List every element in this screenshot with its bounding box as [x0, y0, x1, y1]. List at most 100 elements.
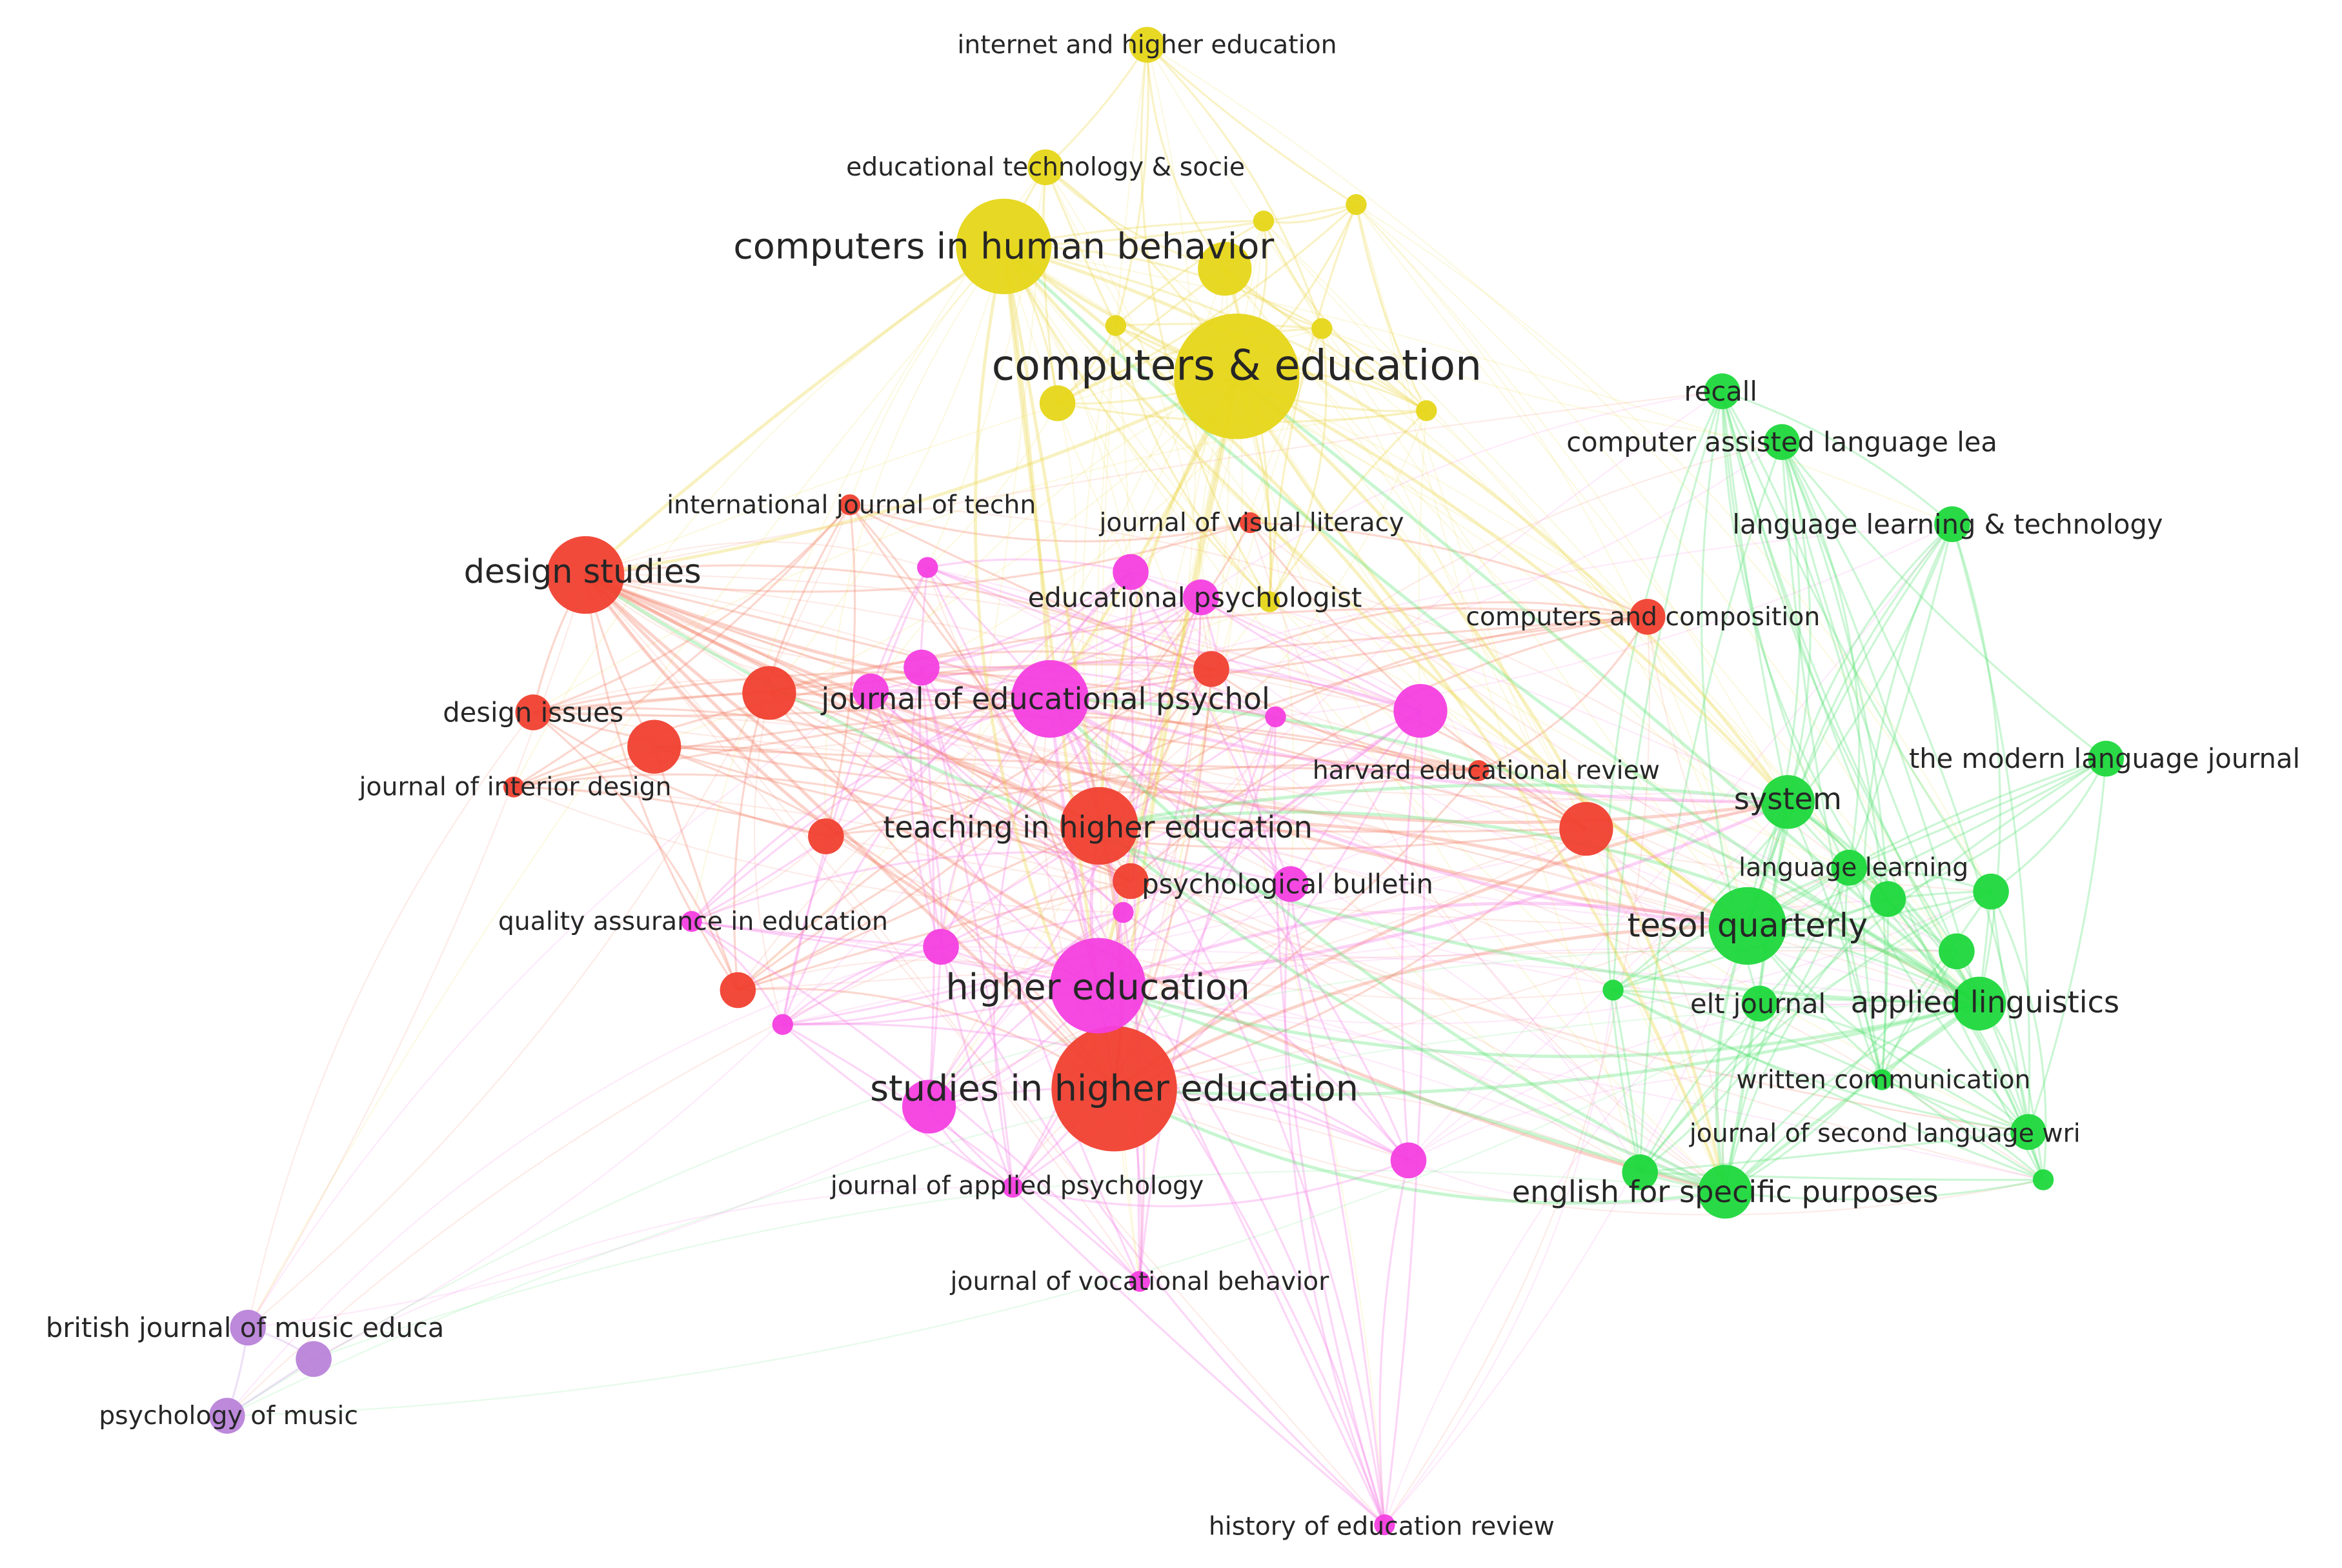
- edge-y4-y7: [1321, 327, 1428, 412]
- node-y1[interactable]: [1198, 241, 1252, 296]
- node-ds[interactable]: [547, 536, 625, 614]
- edge-ll-wc: [1844, 867, 1883, 1081]
- node-esp[interactable]: [1698, 1165, 1752, 1219]
- node-r6[interactable]: [720, 972, 756, 1009]
- node-r4[interactable]: [1193, 651, 1229, 687]
- node-qae[interactable]: [681, 910, 702, 932]
- node-ce[interactable]: [1174, 314, 1300, 439]
- node-her[interactable]: [1468, 760, 1489, 781]
- edge-hoer-m10: [1378, 1160, 1410, 1525]
- node-ets[interactable]: [1027, 149, 1064, 185]
- edge-her-r2: [654, 745, 1479, 772]
- node-tq[interactable]: [1708, 887, 1787, 965]
- edge-sihe-tq: [1113, 924, 1748, 1091]
- edge-ce-pb: [1236, 376, 1295, 885]
- label-jvl: journal of visual literacy: [1098, 508, 1404, 538]
- edge-cihb-ds: [584, 245, 1005, 576]
- node-r1[interactable]: [742, 666, 796, 720]
- node-r3[interactable]: [808, 818, 844, 854]
- edge-ets-y6: [1042, 167, 1059, 404]
- node-r5[interactable]: [1559, 801, 1613, 856]
- node-y6[interactable]: [1039, 385, 1076, 421]
- node-g5[interactable]: [2032, 1169, 2054, 1191]
- edge-jep-pb: [1049, 698, 1291, 885]
- edge-m1-m9: [782, 567, 929, 1025]
- node-wc[interactable]: [1871, 1069, 1893, 1091]
- node-llt[interactable]: [1934, 506, 1970, 543]
- node-y4[interactable]: [1311, 317, 1333, 339]
- node-m10[interactable]: [1390, 1142, 1427, 1179]
- node-system[interactable]: [1761, 775, 1815, 829]
- node-m1[interactable]: [917, 557, 938, 578]
- node-m4[interactable]: [1393, 684, 1448, 738]
- node-r2[interactable]: [627, 719, 681, 774]
- node-m11[interactable]: [1113, 901, 1134, 923]
- node-ep[interactable]: [1183, 579, 1219, 616]
- node-jvl[interactable]: [1239, 512, 1261, 534]
- node-pom[interactable]: [209, 1398, 245, 1434]
- node-tihe[interactable]: [1060, 787, 1138, 865]
- edge-ds-r4: [585, 564, 1212, 670]
- node-jep[interactable]: [1011, 659, 1089, 738]
- node-ll[interactable]: [1831, 849, 1868, 886]
- node-ijt[interactable]: [839, 494, 861, 516]
- edge-hoer-g4: [1384, 990, 1614, 1525]
- edge-her-sihe: [1113, 770, 1480, 1090]
- edge-eltj-g6: [1639, 1003, 1761, 1173]
- node-m5[interactable]: [853, 673, 889, 710]
- node-dis[interactable]: [515, 694, 552, 730]
- edge-dis-cac: [533, 616, 1648, 714]
- node-g1[interactable]: [1870, 881, 1906, 918]
- node-jap[interactable]: [1002, 1176, 1024, 1198]
- label-ets: educational technology & socie: [846, 152, 1245, 182]
- node-g6[interactable]: [1622, 1154, 1658, 1191]
- node-g2[interactable]: [1973, 873, 2009, 910]
- node-bjme[interactable]: [230, 1309, 266, 1346]
- edge-esp-g1: [1724, 898, 1889, 1192]
- node-sihe[interactable]: [1051, 1026, 1177, 1152]
- node-ihe[interactable]: [1129, 26, 1166, 63]
- node-m6[interactable]: [1265, 706, 1286, 728]
- node-y2[interactable]: [1253, 210, 1275, 232]
- node-hoer[interactable]: [1374, 1514, 1395, 1536]
- edge-r6-he: [737, 960, 1098, 991]
- node-p1[interactable]: [296, 1341, 332, 1377]
- edge-jvb-m2: [1129, 572, 1141, 1282]
- node-y5[interactable]: [1105, 315, 1127, 336]
- node-m2[interactable]: [1113, 554, 1149, 590]
- node-jvb[interactable]: [1129, 1271, 1151, 1292]
- node-y7[interactable]: [1416, 400, 1437, 421]
- edge-ihe-ets: [1044, 44, 1148, 168]
- node-r7[interactable]: [1113, 863, 1149, 900]
- edge-cac-r1: [769, 607, 1648, 694]
- edge-tq-g5: [1746, 925, 2044, 1181]
- edge-m4-m5: [870, 661, 1421, 712]
- node-cihb[interactable]: [956, 198, 1052, 294]
- edge-call-system: [1781, 441, 1812, 803]
- node-g4[interactable]: [1602, 980, 1624, 1001]
- node-mlj[interactable]: [2088, 740, 2125, 777]
- node-y3[interactable]: [1346, 194, 1367, 216]
- node-he[interactable]: [1050, 938, 1146, 1034]
- label-ijt: international journal of techn: [667, 490, 1036, 519]
- edge-ll-eltj: [1759, 867, 1850, 1005]
- node-m7[interactable]: [923, 929, 959, 965]
- node-jid[interactable]: [503, 776, 525, 798]
- node-al[interactable]: [1952, 976, 2006, 1030]
- edge-ds-g2: [585, 574, 1992, 892]
- node-g3[interactable]: [1939, 933, 1975, 970]
- node-y8[interactable]: [1259, 591, 1280, 612]
- node-cac[interactable]: [1630, 599, 1666, 635]
- node-jslw[interactable]: [2010, 1114, 2046, 1151]
- node-pb[interactable]: [1272, 866, 1309, 902]
- edge-y4-call: [1321, 328, 1782, 443]
- node-m3[interactable]: [903, 649, 940, 686]
- node-eltj[interactable]: [1741, 985, 1778, 1022]
- node-m8[interactable]: [902, 1080, 956, 1134]
- edge-mlj-g4: [1612, 758, 2107, 991]
- node-call[interactable]: [1764, 424, 1800, 460]
- node-recall[interactable]: [1704, 373, 1741, 410]
- node-m9[interactable]: [772, 1014, 793, 1035]
- edge-ds-al: [585, 574, 1980, 1005]
- edge-m1-g3: [927, 567, 1957, 952]
